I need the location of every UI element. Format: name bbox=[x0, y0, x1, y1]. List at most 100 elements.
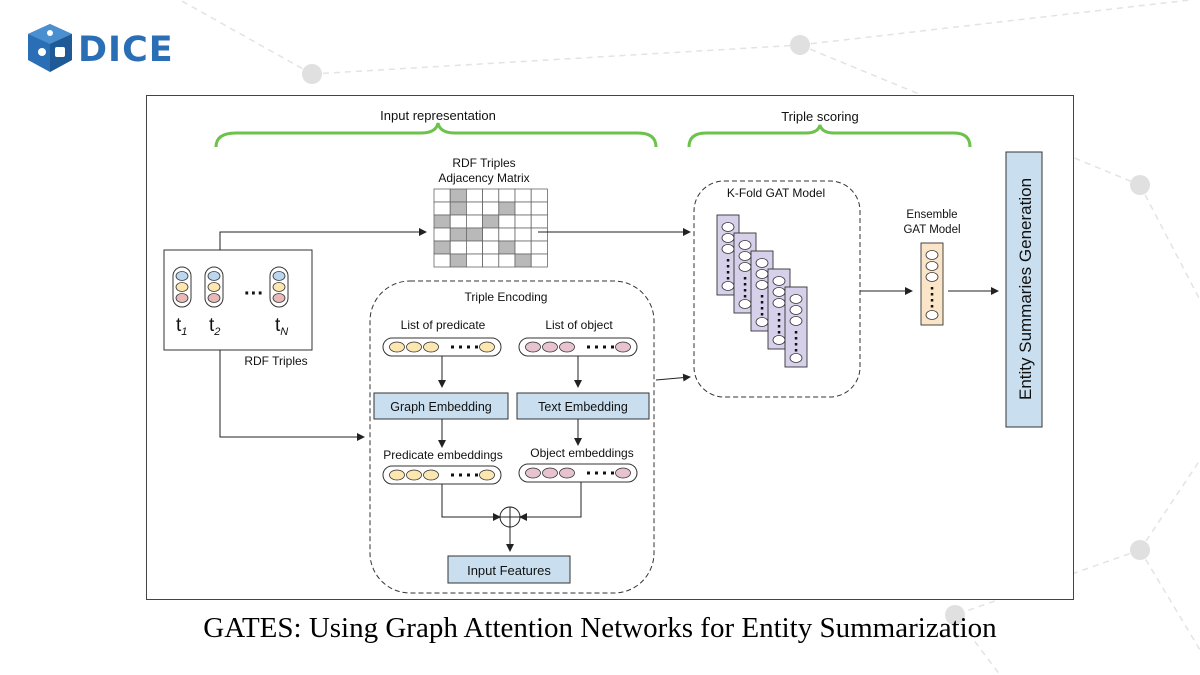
matrix-cell bbox=[514, 240, 532, 255]
capsule-dot bbox=[587, 471, 590, 475]
matrix-cell bbox=[514, 227, 532, 242]
gat-dot bbox=[726, 271, 730, 274]
gat-node bbox=[738, 240, 752, 250]
capsule-dot bbox=[595, 345, 598, 349]
object-embeddings-capsule bbox=[518, 463, 638, 483]
gat-dot bbox=[726, 265, 730, 268]
matrix-cell bbox=[530, 214, 548, 229]
graph-embedding-box bbox=[373, 392, 509, 420]
object-list-capsule bbox=[518, 337, 638, 357]
capsule-node bbox=[615, 467, 631, 479]
gat-dot bbox=[760, 313, 764, 316]
dice-logo-icon bbox=[28, 24, 72, 72]
capsule-dot bbox=[467, 473, 470, 477]
triple-scoring-brace bbox=[687, 124, 972, 148]
capsule-node bbox=[423, 341, 439, 353]
matrix-cell bbox=[482, 188, 500, 203]
graph-embedding-label: Graph Embedding bbox=[390, 400, 492, 414]
gat-node bbox=[925, 261, 939, 271]
matrix-cell bbox=[514, 253, 532, 268]
gat-node bbox=[772, 298, 786, 308]
gat-node bbox=[925, 310, 939, 320]
arrow-encoding-to-kfold bbox=[655, 373, 691, 382]
capsule-dot bbox=[459, 345, 462, 349]
brand-name: DICE bbox=[78, 30, 174, 70]
text-embedding-label: Text Embedding bbox=[538, 400, 628, 414]
gat-dot bbox=[760, 307, 764, 310]
capsule-dot bbox=[467, 345, 470, 349]
capsule-dot bbox=[459, 473, 462, 477]
gat-node bbox=[925, 272, 939, 282]
matrix-cell bbox=[449, 201, 467, 216]
capsule-dot bbox=[587, 345, 590, 349]
gat-node bbox=[755, 317, 769, 327]
triple-node bbox=[272, 293, 286, 303]
capsule-node bbox=[479, 469, 495, 481]
matrix-cell bbox=[498, 253, 516, 268]
matrix-cell bbox=[482, 214, 500, 229]
page-caption: GATES: Using Graph Attention Networks fo… bbox=[203, 612, 997, 644]
gat-node bbox=[772, 276, 786, 286]
triple-node bbox=[272, 271, 286, 281]
triple-node bbox=[175, 293, 189, 303]
gat-dot bbox=[743, 295, 747, 298]
capsule-node bbox=[559, 341, 575, 353]
matrix-cell bbox=[465, 227, 483, 242]
capsule-node bbox=[406, 341, 422, 353]
input-representation-label: Input representation bbox=[380, 108, 496, 123]
capsule-node bbox=[406, 469, 422, 481]
gat-dot bbox=[743, 289, 747, 292]
capsule-dot bbox=[595, 471, 598, 475]
object-embeddings-label: Object embeddings bbox=[530, 446, 633, 460]
gat-dot bbox=[760, 295, 764, 298]
matrix-cell bbox=[433, 253, 451, 268]
triple-columns bbox=[172, 266, 289, 308]
capsule-node bbox=[389, 341, 405, 353]
arrow-predemb-to-concat bbox=[441, 484, 501, 521]
t1-label: t1 bbox=[176, 315, 187, 338]
gat-dot bbox=[930, 287, 934, 290]
capsule-node bbox=[479, 341, 495, 353]
matrix-cell bbox=[530, 240, 548, 255]
predicate-list-capsule bbox=[382, 337, 502, 357]
matrix-cell bbox=[465, 188, 483, 203]
gat-node bbox=[721, 233, 735, 243]
text-embedding-box bbox=[516, 392, 650, 420]
gat-node bbox=[755, 269, 769, 279]
matrix-cell bbox=[449, 240, 467, 255]
matrix-cell bbox=[514, 188, 532, 203]
matrix-title-line1: RDF Triples bbox=[452, 156, 515, 170]
matrix-cell bbox=[498, 227, 516, 242]
gat-node bbox=[738, 251, 752, 261]
gat-dot bbox=[777, 319, 781, 322]
triple-encoding-label: Triple Encoding bbox=[465, 290, 548, 304]
entity-summaries-box bbox=[1005, 151, 1043, 428]
gat-node bbox=[721, 244, 735, 254]
rdf-triples-caption: RDF Triples bbox=[244, 354, 307, 368]
matrix-cell bbox=[482, 253, 500, 268]
gat-node bbox=[789, 316, 803, 326]
capsule-node bbox=[525, 467, 541, 479]
tn-label: tN bbox=[275, 315, 288, 338]
ensemble-label-line1: Ensemble bbox=[906, 209, 957, 221]
t2-label: t2 bbox=[209, 315, 220, 338]
gat-node bbox=[789, 294, 803, 304]
gat-dot bbox=[794, 349, 798, 352]
matrix-cell bbox=[482, 201, 500, 216]
triple-encoding-region bbox=[369, 280, 655, 594]
matrix-cell bbox=[433, 201, 451, 216]
matrix-cell bbox=[465, 253, 483, 268]
kfold-gat-label: K-Fold GAT Model bbox=[727, 186, 825, 200]
ensemble-column bbox=[920, 242, 944, 326]
entity-summaries-label: Entity Summaries Generation bbox=[1016, 178, 1035, 400]
concat-operator-icon bbox=[499, 506, 521, 528]
ellipsis-dots: ··· bbox=[244, 283, 264, 305]
matrix-cell bbox=[465, 240, 483, 255]
capsule-dot bbox=[611, 345, 614, 349]
capsule-dot bbox=[451, 473, 454, 477]
capsule-dot bbox=[475, 473, 478, 477]
capsule-dot bbox=[603, 471, 606, 475]
gat-node bbox=[772, 287, 786, 297]
triple-node bbox=[272, 282, 286, 292]
